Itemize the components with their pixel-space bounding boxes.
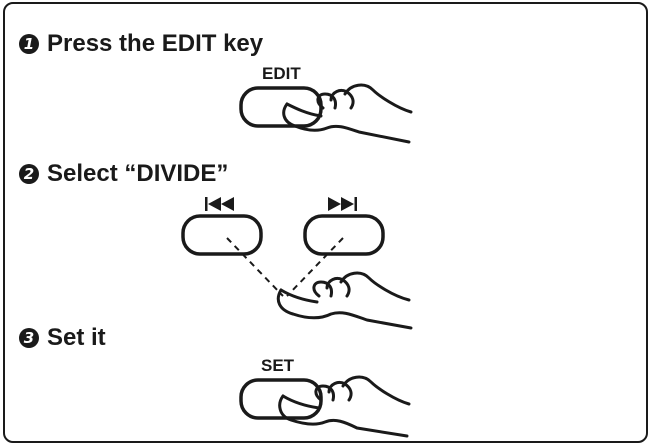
step-1: 1 Press the EDIT key [19, 30, 263, 58]
step-1-number: 1 [19, 34, 39, 54]
step-1-text: Press the EDIT key [47, 30, 264, 57]
hand-selecting [276, 271, 413, 330]
skip-back-icon [205, 197, 234, 211]
edit-key-label: EDIT [262, 64, 301, 83]
step-3-text: Set it [47, 324, 106, 351]
instruction-panel: 1 Press the EDIT key 2 Select “DIVIDE” 3… [3, 2, 648, 443]
hand-pressing-edit [282, 83, 413, 144]
step-2: 2 Select “DIVIDE” [19, 160, 228, 188]
step-3-number: 3 [19, 328, 39, 348]
set-key-label: SET [261, 356, 295, 375]
edit-key [239, 86, 323, 128]
step-2-number: 2 [19, 164, 39, 184]
key-illustration [181, 83, 413, 438]
skip-forward-icon [328, 197, 357, 211]
skip-back-key [181, 214, 263, 256]
skip-forward-key [303, 214, 385, 256]
hand-pressing-set [278, 375, 411, 438]
step-2-text: Select “DIVIDE” [47, 160, 229, 187]
step-3: 3 Set it [19, 324, 106, 352]
